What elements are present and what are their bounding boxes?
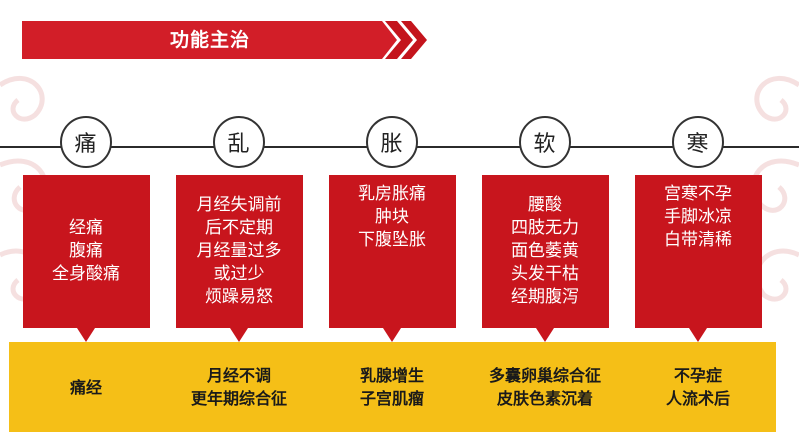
page-title: 功能主治 — [169, 29, 250, 51]
column-weakness: 软 腰酸 四肢无力 面色萎黄 头发干枯 经期腹泻 多囊卵巢综合征 皮肤色素沉着 — [467, 0, 623, 436]
symptom-text: 烦躁易怒 — [205, 287, 273, 307]
symptom-text: 月经量过多 — [196, 241, 282, 261]
symptom-text: 全身酸痛 — [52, 264, 120, 284]
condition-text: 人流术后 — [665, 389, 730, 408]
column-cold: 寒 宫寒不孕 手脚冰凉 白带清稀 不孕症 人流术后 — [620, 0, 776, 436]
down-arrow-icon — [688, 328, 707, 342]
symptom-text: 经期腹泻 — [511, 287, 579, 307]
condition-text: 痛经 — [69, 377, 102, 397]
symptom-text: 肿块 — [375, 207, 409, 227]
symptom-text: 月经失调前 — [196, 195, 282, 215]
condition-text: 乳腺增生 — [359, 366, 424, 385]
category-circle: 胀 — [365, 116, 418, 168]
condition-box: 月经不调 更年期综合征 — [161, 342, 317, 432]
category-circle: 寒 — [671, 116, 724, 168]
symptom-text: 腰酸 — [528, 195, 562, 215]
symptom-box: 腰酸 四肢无力 面色萎黄 头发干枯 经期腹泻 — [481, 175, 609, 328]
condition-text: 不孕症 — [673, 366, 722, 385]
column-pain: 痛 经痛 腹痛 全身酸痛 痛经 — [8, 0, 164, 436]
symptom-box: 乳房胀痛 肿块 下腹坠胀 — [328, 175, 456, 328]
symptom-text: 四肢无力 — [511, 218, 579, 238]
symptom-box: 宫寒不孕 手脚冰凉 白带清稀 — [634, 175, 762, 328]
column-swelling: 胀 乳房胀痛 肿块 下腹坠胀 乳腺增生 子宫肌瘤 — [314, 0, 470, 436]
symptom-text: 白带清稀 — [664, 230, 732, 250]
category-circle: 软 — [518, 116, 571, 168]
symptom-text: 乳房胀痛 — [358, 184, 426, 204]
symptom-text: 经痛 — [69, 218, 103, 238]
condition-text: 子宫肌瘤 — [359, 389, 424, 408]
condition-text: 皮肤色素沉着 — [496, 389, 593, 408]
symptom-text: 手脚冰凉 — [664, 207, 732, 227]
symptom-text: 后不定期 — [205, 218, 273, 238]
down-arrow-icon — [229, 328, 248, 342]
down-arrow-icon — [76, 328, 95, 342]
condition-box: 多囊卵巢综合征 皮肤色素沉着 — [467, 342, 623, 432]
down-arrow-icon — [535, 328, 554, 342]
condition-box: 乳腺增生 子宫肌瘤 — [314, 342, 470, 432]
title-banner — [22, 21, 397, 59]
symptom-text: 或过少 — [213, 264, 265, 284]
down-arrow-icon — [382, 328, 401, 342]
chevron-right-icon — [385, 21, 427, 59]
condition-text: 月经不调 — [206, 366, 271, 385]
category-circle: 痛 — [59, 116, 112, 168]
symptom-text: 腹痛 — [69, 241, 103, 261]
category-circle: 乱 — [212, 116, 265, 168]
condition-text: 多囊卵巢综合征 — [488, 366, 601, 385]
symptom-box: 月经失调前 后不定期 月经量过多 或过少 烦躁易怒 — [175, 175, 303, 328]
condition-text: 更年期综合征 — [190, 389, 287, 408]
symptom-text: 宫寒不孕 — [664, 184, 732, 204]
symptom-box: 经痛 腹痛 全身酸痛 — [22, 175, 150, 328]
condition-box: 不孕症 人流术后 — [620, 342, 776, 432]
symptom-text: 面色萎黄 — [511, 241, 579, 261]
symptom-text: 头发干枯 — [511, 264, 579, 284]
condition-box: 痛经 — [8, 342, 164, 432]
symptom-text: 下腹坠胀 — [358, 230, 426, 250]
column-disorder: 乱 月经失调前 后不定期 月经量过多 或过少 烦躁易怒 月经不调 更年期综合征 — [161, 0, 317, 436]
